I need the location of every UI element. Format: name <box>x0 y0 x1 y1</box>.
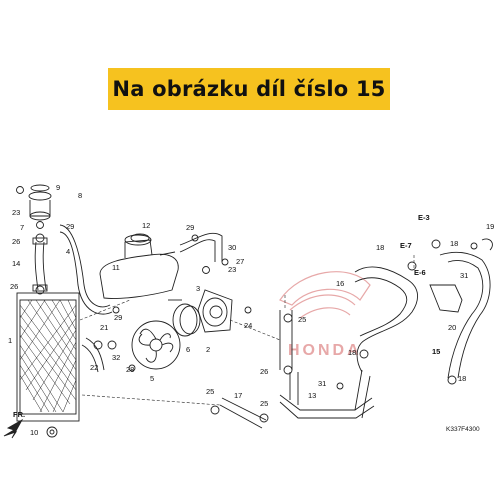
label-16: 16 <box>336 279 344 288</box>
clamp-25-icon <box>210 405 220 415</box>
label-10: 10 <box>30 428 38 437</box>
bolt-27-icon <box>221 258 229 266</box>
tank-cap-icon <box>130 233 150 243</box>
diagram-code: K337F4300 <box>446 426 480 433</box>
label-18b: 18 <box>450 239 458 248</box>
label-23a: 23 <box>12 208 20 217</box>
label-20: 20 <box>448 323 456 332</box>
label-6: 6 <box>186 345 190 354</box>
bolt-23-icon <box>16 186 24 194</box>
label-26c: 26 <box>260 367 268 376</box>
bolt-24-icon <box>244 306 252 314</box>
label-3: 3 <box>196 284 200 293</box>
label-26b: 26 <box>10 282 18 291</box>
label-32: 32 <box>112 353 120 362</box>
clamp-25b-icon <box>259 413 269 423</box>
bolt-28-icon <box>128 364 136 372</box>
label-28: 28 <box>126 365 134 374</box>
label-12: 12 <box>142 221 150 230</box>
clamp-18-icon <box>407 261 417 271</box>
bolt-31b-icon <box>470 242 478 250</box>
label-21: 21 <box>100 323 108 332</box>
label-31a: 31 <box>318 379 326 388</box>
reserve-tank <box>99 234 179 299</box>
hose-14 <box>34 241 47 291</box>
label-13: 13 <box>308 391 316 400</box>
label-11: 11 <box>112 263 120 272</box>
label-7: 7 <box>20 223 24 232</box>
label-4: 4 <box>66 247 70 256</box>
label-29b: 29 <box>186 223 194 232</box>
label-25a: 25 <box>298 315 306 324</box>
radiator <box>16 292 80 422</box>
label-31b: 31 <box>460 271 468 280</box>
label-15: 15 <box>432 347 440 356</box>
clamp-29-icon <box>191 234 199 242</box>
fan-motor <box>168 299 201 337</box>
ref-e6: E-6 <box>414 268 426 277</box>
ref-e3: E-3 <box>418 213 430 222</box>
banner-title: Na obrázku díl číslo 15 <box>108 68 390 110</box>
clamp-18d-icon <box>447 375 457 385</box>
fan-shroud <box>197 289 233 333</box>
hose-30 <box>179 232 223 262</box>
label-18c: 18 <box>348 348 356 357</box>
label-29a: 29 <box>66 222 74 231</box>
clamp-26b-icon <box>35 285 45 295</box>
water-pipe-13 <box>279 369 375 419</box>
clamp-18c-icon <box>359 349 369 359</box>
label-14: 14 <box>12 259 20 268</box>
clamp-19 <box>481 238 493 251</box>
label-1: 1 <box>8 336 12 345</box>
bolt-23b-icon <box>202 266 210 274</box>
label-23b: 23 <box>228 265 236 274</box>
label-5: 5 <box>150 374 154 383</box>
label-29c: 29 <box>114 313 122 322</box>
label-9: 9 <box>56 183 60 192</box>
clamp-26-icon <box>283 365 293 375</box>
label-18d: 18 <box>458 374 466 383</box>
part-labels: 1 2 3 4 5 6 7 8 9 10 11 12 13 14 15 16 1… <box>8 183 494 437</box>
washer-10-icon <box>46 426 58 438</box>
collar-32-icon <box>107 340 117 350</box>
label-19: 19 <box>486 222 494 231</box>
bracket-20 <box>429 284 463 313</box>
clamp-18b-icon <box>431 239 441 249</box>
label-18a: 18 <box>376 243 384 252</box>
hose-15 <box>439 251 491 379</box>
direction-label: FR. <box>13 410 25 419</box>
fan <box>131 320 181 370</box>
label-24: 24 <box>244 321 252 330</box>
label-17: 17 <box>234 391 242 400</box>
front-arrow-icon <box>3 418 24 439</box>
label-8: 8 <box>78 191 82 200</box>
label-25b: 25 <box>206 387 214 396</box>
grommet-21-icon <box>93 340 103 350</box>
hose-17 <box>219 397 267 429</box>
ref-e7: E-7 <box>400 241 412 250</box>
label-26a: 26 <box>12 237 20 246</box>
hose-22 <box>81 337 105 373</box>
clamp-26c-icon <box>35 233 45 243</box>
bolt-31-icon <box>336 382 344 390</box>
honda-watermark <box>279 271 371 319</box>
clamp-29b-icon <box>112 306 120 314</box>
hose-25 <box>279 310 293 370</box>
watermark-text: HONDA <box>288 342 362 359</box>
label-22: 22 <box>90 363 98 372</box>
label-30: 30 <box>228 243 236 252</box>
label-27: 27 <box>236 257 244 266</box>
seal-2-icon <box>209 305 223 319</box>
label-2: 2 <box>206 345 210 354</box>
label-25c: 25 <box>260 399 268 408</box>
hose-16 <box>354 266 418 373</box>
clamp-25c-icon <box>283 313 293 323</box>
radiator-cap <box>28 184 52 229</box>
hose-4 <box>59 224 111 308</box>
